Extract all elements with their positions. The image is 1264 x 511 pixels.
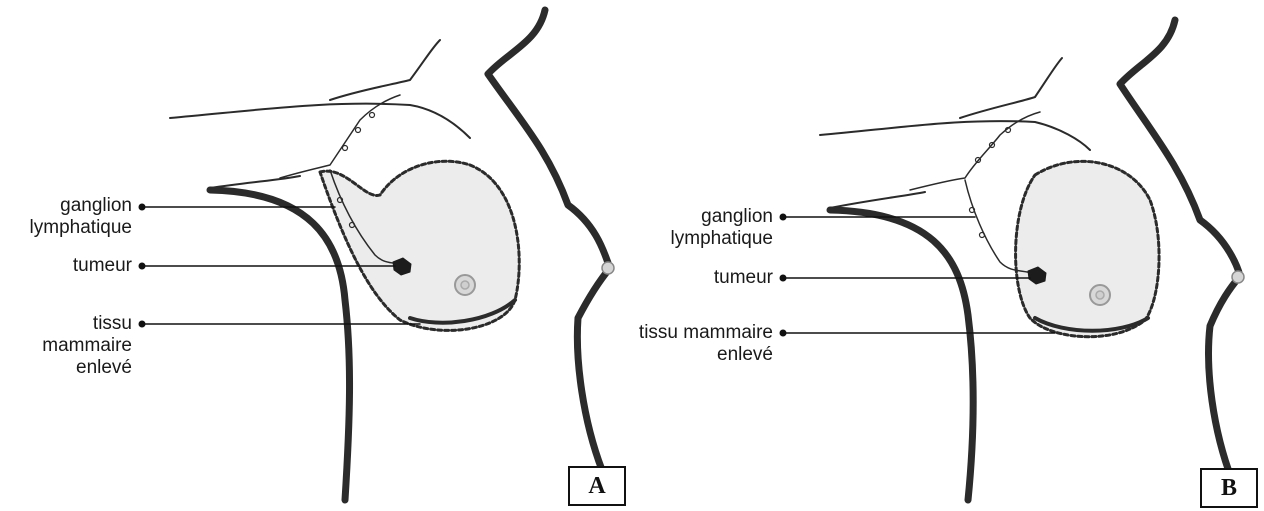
panel-a-lymph-node-label-line2: lymphatique (30, 217, 132, 239)
panel-b-nipple (1096, 291, 1104, 299)
panel-a-tag: A (568, 466, 626, 506)
panel-a-arm-outline (170, 104, 470, 138)
panel-a-lymph-node (343, 146, 348, 151)
panel-b-tissue-label: tissu mammaire enlevé (639, 322, 773, 366)
panel-b-tag: B (1200, 468, 1258, 508)
panel-b-removed-tissue (1016, 161, 1159, 336)
panel-b-arm-lower (830, 192, 925, 208)
panel-a-removed-tissue (320, 161, 519, 330)
panel-b-right-nipple (1232, 271, 1244, 283)
panel-a-tissue-label-line3: enlevé (42, 357, 132, 379)
panel-b-clavicle-line (960, 58, 1062, 118)
panel-b-lymph-node-label-line1: ganglion (671, 206, 773, 228)
panel-a-right-nipple (602, 262, 614, 274)
panel-a-lymph-node-label: ganglion lymphatique (30, 195, 132, 239)
panel-b-lymph-node-label: ganglion lymphatique (671, 206, 773, 250)
panel-a-torso-left-outline (210, 190, 350, 500)
panel-b-torso-left-outline (830, 210, 973, 500)
panel-b-tumor-label-text: tumeur (714, 267, 773, 289)
panel-b-tissue-label-line1: tissu mammaire (639, 322, 773, 344)
panel-b-illustration (780, 20, 1245, 500)
panel-a-tissue-label-line2: mammaire (42, 335, 132, 357)
panel-a-tissue-label: tissu mammaire enlevé (42, 313, 132, 379)
panel-a-tumor-label: tumeur (73, 255, 132, 277)
panel-b-arm-outline (820, 121, 1090, 150)
panel-a-nipple (461, 281, 469, 289)
panel-a-clavicle-line (330, 40, 440, 100)
panel-a-arm-lower (210, 176, 300, 188)
panel-b-lymph-node-label-line2: lymphatique (671, 228, 773, 250)
panel-a-lymph-node-label-line1: ganglion (30, 195, 132, 217)
panel-a-lymph-node (370, 113, 375, 118)
panel-a-tissue-label-line1: tissu (42, 313, 132, 335)
panel-b-tissue-label-line2: enlevé (639, 344, 773, 366)
panel-b-tumor-label: tumeur (714, 267, 773, 289)
panel-a-tumor-label-text: tumeur (73, 255, 132, 277)
panel-a-lymph-node (356, 128, 361, 133)
panel-a-illustration (139, 10, 615, 500)
